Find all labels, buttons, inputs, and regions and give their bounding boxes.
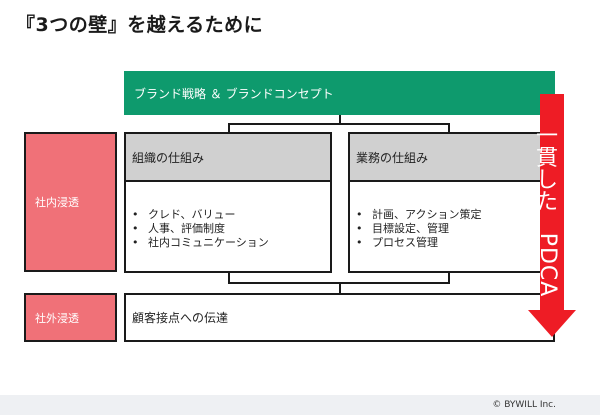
customer-touchpoint-label: 顧客接点への伝達 [132,311,229,325]
pdca-arrow-label: 一貫した PDCA [530,126,564,298]
list-item: 計画、アクション策定 [356,208,553,222]
list-item: 社内コミュニケーション [132,236,330,250]
brand-strategy-label: ブランド戦略 ＆ ブランドコンセプト [134,86,334,101]
list-item: プロセス管理 [356,236,553,250]
operations-header: 業務の仕組み [350,134,553,182]
connector-vertical-top [339,115,341,124]
arrow-char: 貫 [535,146,558,171]
arrow-char: し [535,168,558,193]
organization-header: 組織の仕組み [126,134,330,182]
customer-touchpoint-box: 顧客接点への伝達 [124,293,555,342]
external-label-text: 社外浸透 [35,311,79,325]
connector-left-top [228,123,230,132]
organization-box: 組織の仕組み クレド、バリュー 人事、評価制度 社内コミュニケーション [124,132,332,273]
external-label: 社外浸透 [24,293,117,342]
internal-label: 社内浸透 [24,132,117,272]
connector-left-bottom [228,272,230,283]
connector-horizontal-top [228,123,450,125]
organization-list: クレド、バリュー 人事、評価制度 社内コミュニケーション [126,182,330,250]
connector-vertical-bottom [339,282,341,293]
list-item: クレド、バリュー [132,208,330,222]
arrow-kanji-text: 一貫した [530,126,564,214]
arrow-latin-text: PDCA [535,232,560,298]
brand-strategy-banner: ブランド戦略 ＆ ブランドコンセプト [124,71,555,115]
connector-right-top [448,123,450,132]
internal-label-text: 社内浸透 [35,196,79,209]
operations-box: 業務の仕組み 計画、アクション策定 目標設定、管理 プロセス管理 [348,132,555,273]
arrow-char: た [535,190,558,215]
copyright-footer: © BYWILL Inc. [0,395,600,415]
page-title: 『3つの壁』を越えるために [16,14,264,36]
pdca-arrow-icon [528,94,576,337]
list-item: 人事、評価制度 [132,222,330,236]
arrow-char: 一 [535,124,558,149]
connector-right-bottom [448,272,450,283]
list-item: 目標設定、管理 [356,222,553,236]
operations-list: 計画、アクション策定 目標設定、管理 プロセス管理 [350,182,553,250]
